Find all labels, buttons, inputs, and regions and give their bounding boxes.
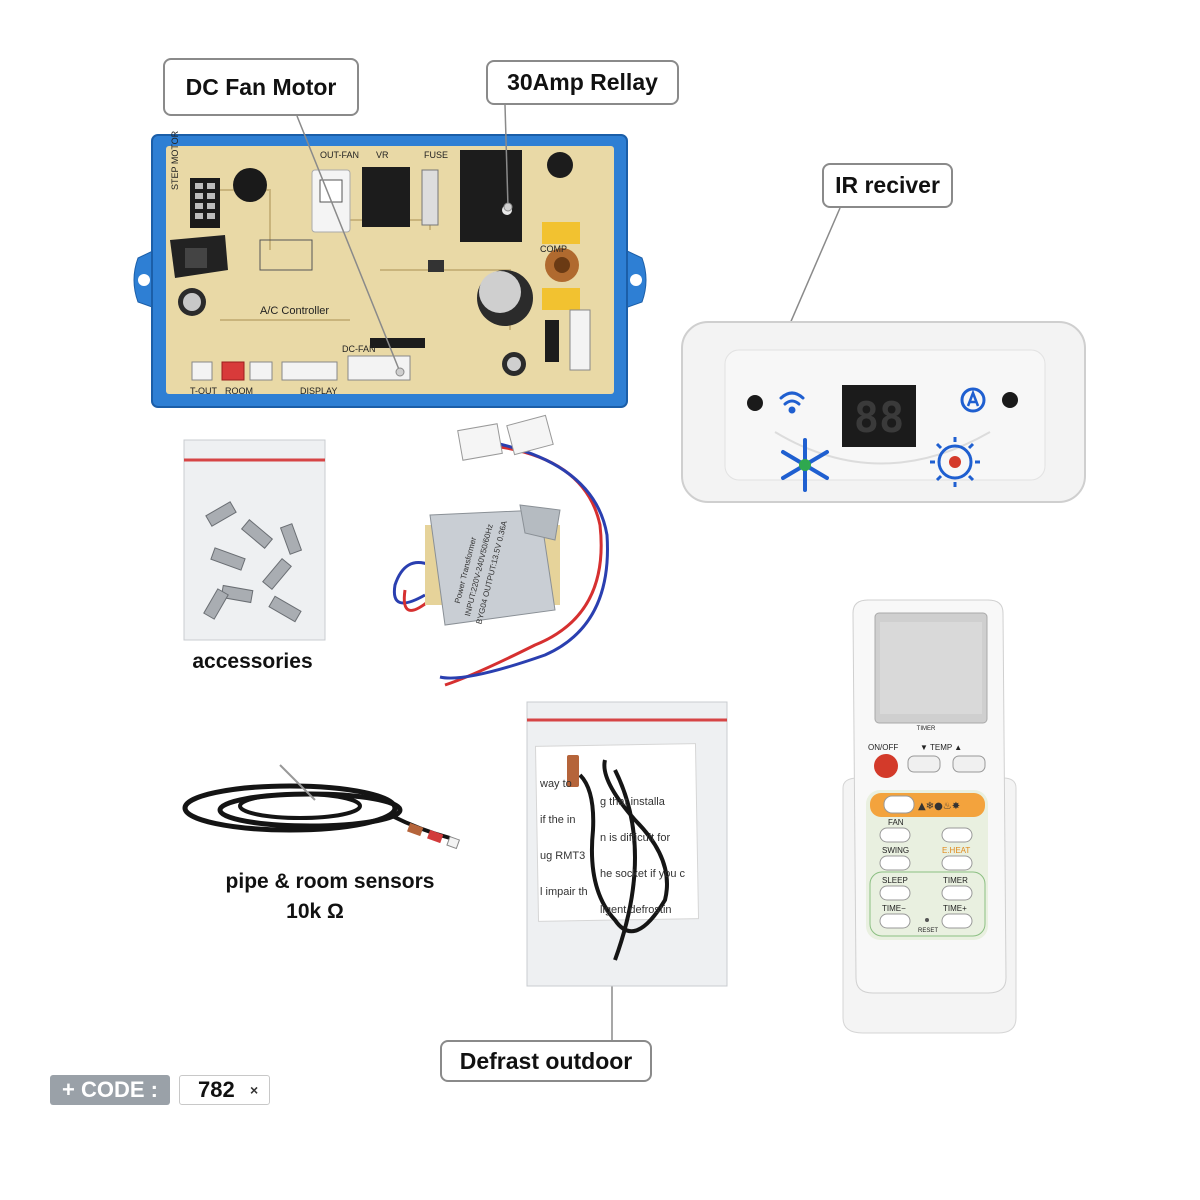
label-swing: SWING xyxy=(882,846,909,855)
sensor-cables xyxy=(182,764,461,850)
eheat-button[interactable] xyxy=(941,855,973,871)
fan-button[interactable] xyxy=(879,827,911,843)
manual-line: l impair th xyxy=(540,886,588,898)
swing-button[interactable] xyxy=(879,855,911,871)
board-title: A/C Controller xyxy=(260,305,329,317)
time-minus-button[interactable] xyxy=(879,913,911,929)
time-plus-button[interactable] xyxy=(941,913,973,929)
callout-ir-receiver: IR reciver xyxy=(822,163,953,208)
callout-defrost: Defrast outdoor xyxy=(440,1040,652,1082)
label-timer-screen: TIMER xyxy=(917,726,936,732)
sleep-button[interactable] xyxy=(879,885,911,901)
wifi-icon xyxy=(779,391,805,414)
manual-line: g that installa xyxy=(600,796,665,808)
control-board: A/C Controller OUT-FAN VR FUSE COMP DC-F… xyxy=(133,130,647,408)
sun-icon xyxy=(930,437,980,487)
manual-text: way to g that installa if the in n is di… xyxy=(540,775,700,916)
caption-sensors-resistance: 10k Ω xyxy=(286,900,344,923)
timer-button[interactable] xyxy=(941,885,973,901)
board-label-out-fan: OUT-FAN xyxy=(320,150,359,160)
defrost-sensor-bag xyxy=(526,701,728,987)
label-reset: RESET xyxy=(918,928,938,934)
close-icon[interactable]: × xyxy=(250,1082,259,1098)
accessories-bag xyxy=(183,439,326,641)
manual-line: he socket if you c xyxy=(600,868,685,880)
reset-button[interactable] xyxy=(925,918,929,922)
auto-icon xyxy=(960,387,986,413)
code-value: 782 xyxy=(179,1075,270,1105)
board-label-fuse: FUSE xyxy=(424,150,448,160)
manual-line: n is difficult for xyxy=(600,832,671,844)
temp-down-button[interactable] xyxy=(907,755,941,773)
sleep-alt-button[interactable] xyxy=(941,827,973,843)
mode-icons: ▲❄●♨✸ xyxy=(918,801,960,812)
board-label-room: ROOM xyxy=(225,386,253,396)
remote-control: ▲❄●♨✸ TIMER ON/OFF ▼ TEMP ▲ FAN SWING E.… xyxy=(842,599,1017,1034)
cool-indicator-led xyxy=(799,459,811,471)
heat-indicator-led xyxy=(949,456,961,468)
code-label: + CODE : xyxy=(50,1075,170,1105)
caption-sensors: pipe & room sensors xyxy=(225,870,435,893)
label-sleep: SLEEP xyxy=(882,876,908,885)
display-panel: 88 xyxy=(681,321,1086,503)
label-eheat: E.HEAT xyxy=(942,846,970,855)
callout-dc-fan-motor: DC Fan Motor xyxy=(163,58,359,116)
board-label-step-motor: STEP MOTOR xyxy=(170,130,180,190)
board-label-display: DISPLAY xyxy=(300,386,337,396)
manual-line: ligent defrostin xyxy=(600,904,672,916)
ir-window xyxy=(1002,392,1018,408)
label-timer: TIMER xyxy=(943,876,968,885)
label-onoff: ON/OFF xyxy=(868,743,898,752)
callout-relay: 30Amp Rellay xyxy=(486,60,679,105)
ir-sensor xyxy=(747,395,763,411)
label-fan: FAN xyxy=(888,818,904,827)
power-button[interactable] xyxy=(874,754,898,778)
label-temp: ▼ TEMP ▲ xyxy=(920,743,962,752)
manual-line: ug RMT3 xyxy=(540,850,586,862)
manual-line: if the in xyxy=(540,814,576,826)
board-label-comp: COMP xyxy=(540,244,567,254)
mode-button[interactable] xyxy=(883,795,915,814)
board-label-dc-fan: DC-FAN xyxy=(342,344,376,354)
manual-line: way to xyxy=(540,778,572,790)
temp-up-button[interactable] xyxy=(952,755,986,773)
label-time-minus: TIME− xyxy=(882,904,906,913)
segment-display: 88 xyxy=(854,393,905,442)
board-label-t-out: T-OUT xyxy=(190,386,217,396)
label-time-plus: TIME+ xyxy=(943,904,967,913)
transformer: Power Transformer INPUT:220V-240V50/60Hz… xyxy=(392,414,609,687)
board-label-vr: VR xyxy=(376,150,389,160)
caption-accessories: accessories xyxy=(192,650,313,673)
